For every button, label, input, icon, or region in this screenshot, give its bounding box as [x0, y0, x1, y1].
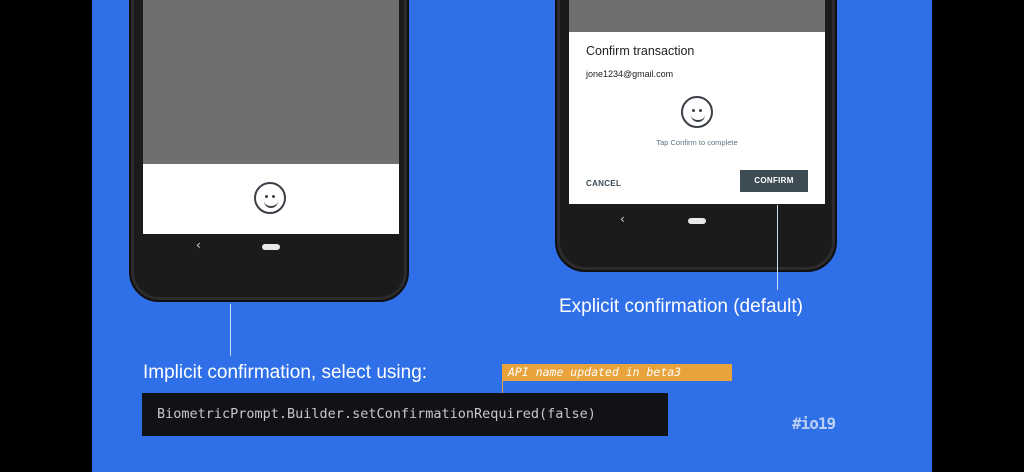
nav-bar: ‹: [569, 212, 825, 228]
api-note-pointer: [502, 381, 503, 393]
confirm-dialog: Confirm transaction jone1234@gmail.com T…: [569, 32, 825, 204]
phone-explicit: Confirm transaction jone1234@gmail.com T…: [555, 0, 837, 272]
face-icon: [254, 182, 286, 214]
right-letterbox: [932, 0, 1024, 472]
slide: ‹ Confirm transaction jone1234@gmail.com…: [92, 0, 932, 472]
back-icon[interactable]: ‹: [620, 212, 625, 226]
explicit-connector-line: [777, 205, 778, 290]
explicit-caption: Explicit confirmation (default): [559, 296, 803, 317]
implicit-connector-line: [230, 304, 231, 356]
dialog-title: Confirm transaction: [586, 44, 695, 58]
nav-bar: ‹: [143, 238, 399, 254]
biometric-sheet: [143, 164, 399, 234]
phone-screen: [143, 0, 399, 234]
cancel-button[interactable]: CANCEL: [586, 179, 622, 188]
code-snippet: BiometricPrompt.Builder.setConfirmationR…: [142, 393, 668, 436]
home-icon[interactable]: [688, 218, 706, 224]
home-icon[interactable]: [262, 244, 280, 250]
io19-logo: #io19: [792, 414, 836, 433]
implicit-caption: Implicit confirmation, select using:: [143, 362, 428, 383]
left-letterbox: [0, 0, 92, 472]
dialog-email: jone1234@gmail.com: [586, 69, 674, 79]
dialog-hint: Tap Confirm to complete: [656, 138, 738, 147]
phone-screen: Confirm transaction jone1234@gmail.com T…: [569, 0, 825, 204]
api-note-badge: API name updated in beta3: [502, 364, 732, 381]
face-icon: [681, 96, 713, 128]
confirm-button[interactable]: CONFIRM: [740, 170, 808, 192]
phone-implicit: ‹: [129, 0, 409, 302]
back-icon[interactable]: ‹: [196, 238, 201, 252]
